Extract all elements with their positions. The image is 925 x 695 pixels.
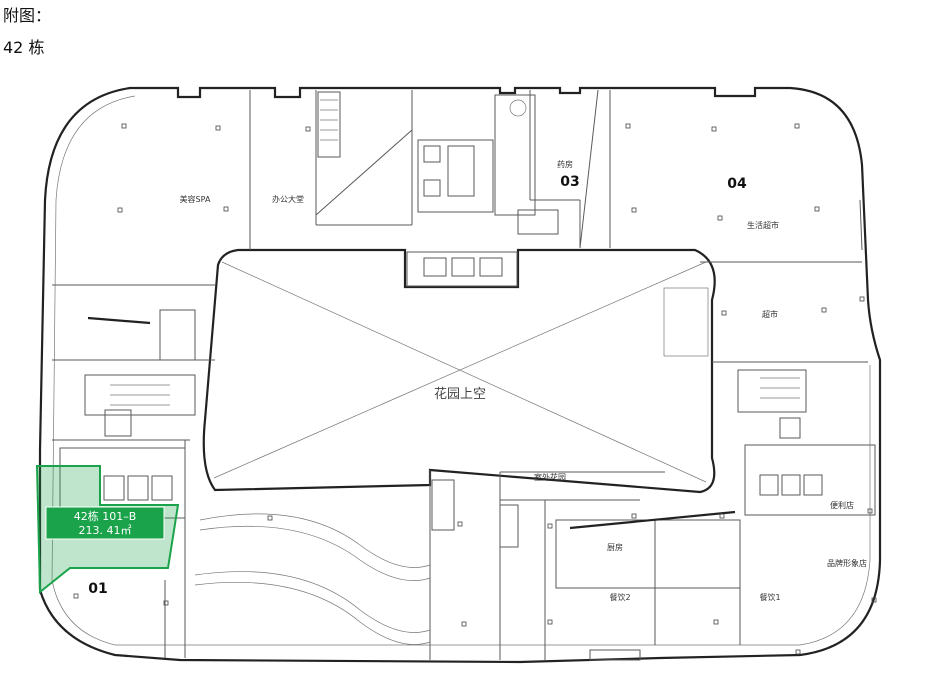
atrium-diagonal-a xyxy=(221,261,707,483)
unit-101b-label-line2: 213. 41㎡ xyxy=(79,524,132,537)
room-label-dining1: 餐饮1 xyxy=(759,592,780,602)
building-outline xyxy=(38,86,882,664)
zone-label-04: 04 xyxy=(727,176,747,192)
room-label-dining2: 餐饮2 xyxy=(609,592,630,602)
columns xyxy=(73,123,877,655)
atrium-outline xyxy=(202,248,716,494)
room-label-spa: 美容SPA xyxy=(180,194,211,204)
atrium-diagonal-b xyxy=(213,261,707,479)
zone-label-01: 01 xyxy=(88,581,107,597)
room-label-brand-store: 品牌形象店 xyxy=(827,558,867,568)
zone-label-03: 03 xyxy=(560,174,579,190)
room-label-office-lobby: 办公大堂 xyxy=(272,194,304,204)
room-label-supermarket: 超市 xyxy=(762,309,778,319)
room-label-pharmacy: 药房 xyxy=(557,159,573,169)
unit-101b-label-box xyxy=(45,506,165,540)
header-line-2: 42 栋 xyxy=(3,38,45,57)
room-label-outdoor-garden: 室外花园 xyxy=(534,472,566,482)
header-line-1: 附图： xyxy=(3,6,52,25)
room-label-convenience-store: 便利店 xyxy=(830,500,854,510)
unit-101b-label-line1: 42栋 101–B xyxy=(74,509,137,523)
room-label-atrium: 花园上空 xyxy=(434,386,486,402)
room-label-kitchen: 厨房 xyxy=(607,542,623,552)
room-label-life-supermarket: 生活超市 xyxy=(747,220,779,230)
